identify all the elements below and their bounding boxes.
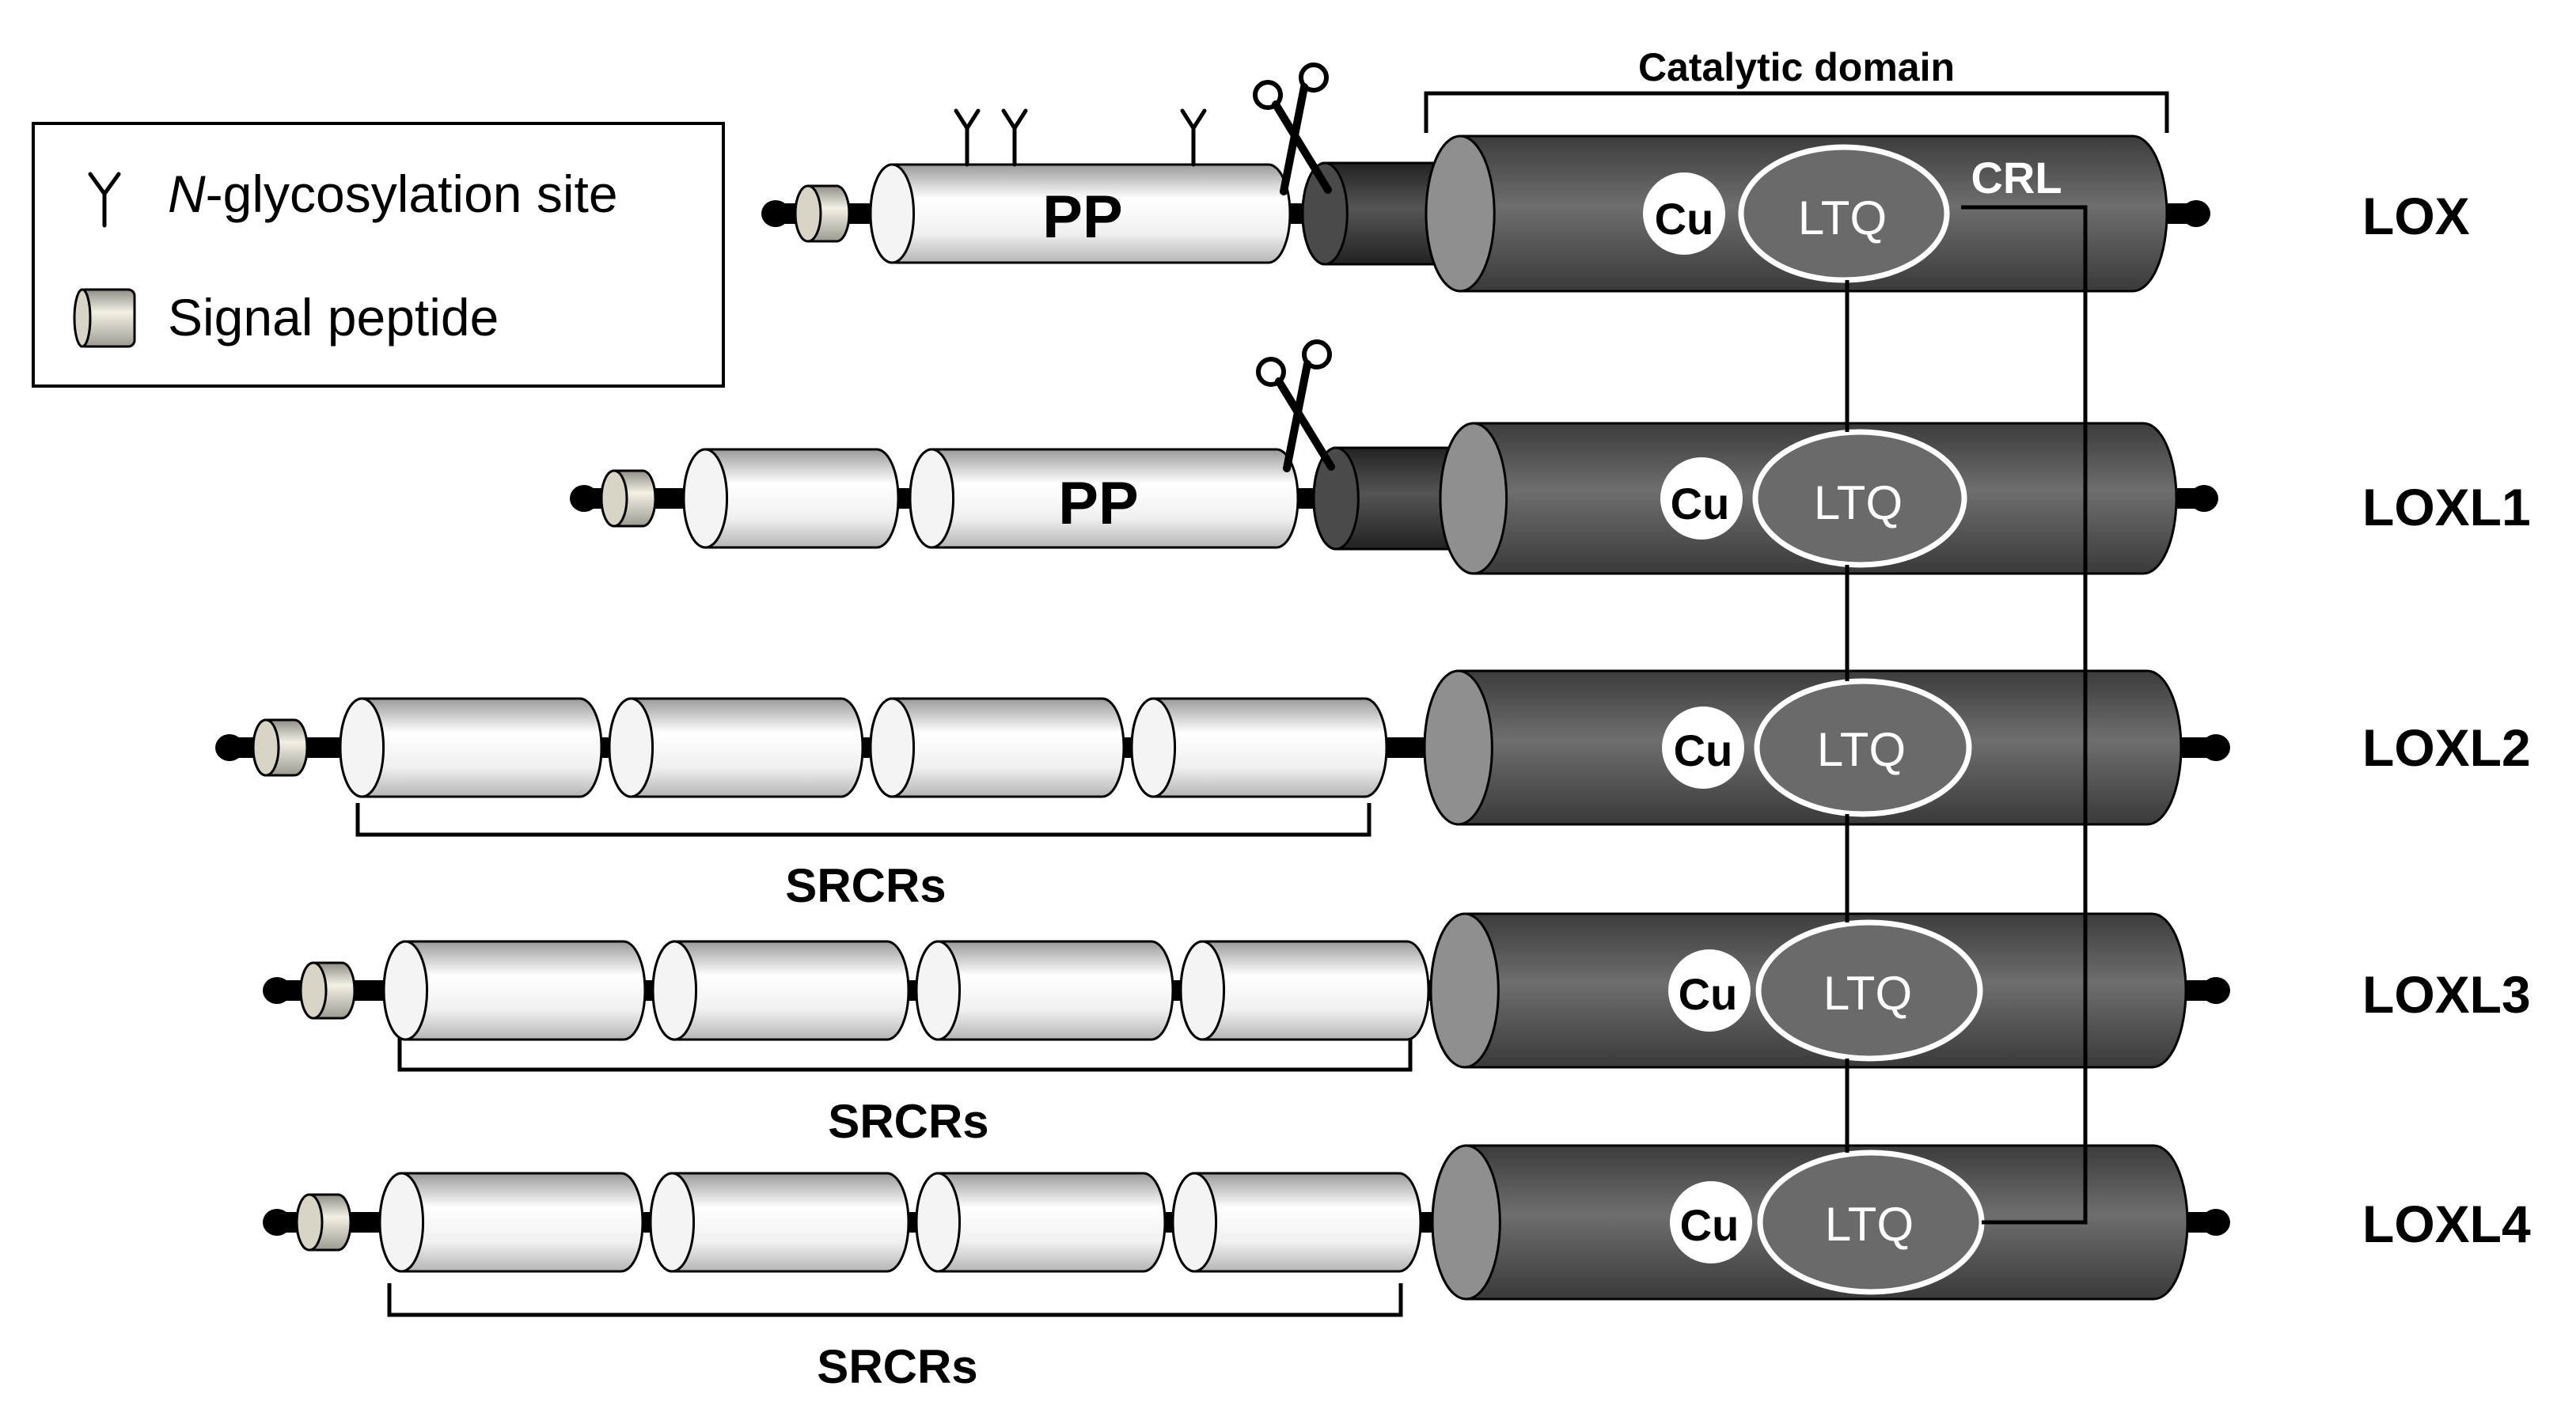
ltq-label-loxl3: LTQ bbox=[1823, 967, 1912, 1020]
n-terminus-dot bbox=[263, 1209, 291, 1236]
protein-label-loxl2: LOXL2 bbox=[2362, 718, 2531, 777]
c-terminus-dot bbox=[2202, 1209, 2230, 1236]
protein-row-loxl3 bbox=[263, 912, 2230, 1072]
srcr-domain-3 bbox=[915, 1172, 1167, 1273]
signal-peptide-icon bbox=[73, 288, 136, 348]
crl-label: CRL bbox=[1971, 153, 2062, 203]
scissors-icon bbox=[1256, 339, 1335, 472]
legend: N-glycosylation site Signal peptide bbox=[32, 122, 725, 388]
signal-peptide bbox=[299, 961, 356, 1020]
ltq-label-loxl1: LTQ bbox=[1814, 476, 1903, 529]
legend-signal-label: Signal peptide bbox=[168, 288, 499, 347]
propeptide-domain-1 bbox=[869, 163, 1292, 264]
srcr-domain-1 bbox=[382, 940, 647, 1041]
c-terminus-dot bbox=[2190, 485, 2218, 512]
srcr-domain-1 bbox=[339, 697, 603, 798]
protein-label-loxl4: LOXL4 bbox=[2362, 1195, 2531, 1253]
n-terminus-dot bbox=[215, 734, 244, 761]
cu-circle bbox=[1643, 172, 1725, 255]
protein-label-lox: LOX bbox=[2362, 187, 2470, 245]
pp-label-loxl1: PP bbox=[1058, 470, 1138, 537]
protein-row-loxl2 bbox=[215, 669, 2230, 837]
protein-label-loxl1: LOXL1 bbox=[2362, 478, 2531, 536]
legend-glyco-label: N-glycosylation site bbox=[168, 165, 618, 223]
cu-label-loxl2: Cu bbox=[1674, 725, 1733, 775]
cu-circle bbox=[1662, 706, 1744, 789]
srcr-domain-2 bbox=[649, 1172, 910, 1273]
scissors-icon bbox=[1253, 62, 1332, 195]
srcr-domain-4 bbox=[1171, 1172, 1422, 1273]
ltq-label-lox: LTQ bbox=[1798, 191, 1887, 244]
ltq-ellipse bbox=[1752, 429, 1967, 568]
signal-peptide bbox=[252, 718, 309, 777]
cu-circle bbox=[1670, 1181, 1752, 1263]
propeptide-domain-1 bbox=[682, 448, 900, 549]
propeptide-domain-2 bbox=[909, 448, 1299, 549]
domain-connectors bbox=[1845, 205, 2088, 1225]
cu-label-loxl1: Cu bbox=[1671, 479, 1730, 528]
protein-row-lox bbox=[761, 62, 2210, 293]
crl-connector bbox=[1961, 205, 2088, 1225]
glycosylation-icon bbox=[88, 172, 121, 228]
ltq-ellipse bbox=[1738, 144, 1950, 283]
ltq-ellipse bbox=[1755, 919, 1983, 1062]
srcrs-label-loxl4: SRCRs bbox=[817, 1340, 977, 1393]
ltq-label-loxl2: LTQ bbox=[1817, 723, 1906, 776]
srcrs-label-loxl2: SRCRs bbox=[785, 859, 946, 912]
signal-peptide bbox=[295, 1193, 352, 1252]
catalytic-domain-bracket bbox=[1424, 91, 2169, 133]
srcr-domain-4 bbox=[1130, 697, 1388, 798]
c-terminus-dot bbox=[2202, 734, 2230, 761]
srcrs-label-loxl3: SRCRs bbox=[828, 1095, 988, 1148]
cu-label-lox: Cu bbox=[1655, 194, 1714, 244]
c-terminus-dot bbox=[2182, 200, 2210, 227]
cu-circle bbox=[1668, 949, 1751, 1032]
srcr-domain-3 bbox=[915, 940, 1174, 1041]
ltq-ellipse bbox=[1754, 678, 1972, 817]
protein-labels: LOX LOXL1 LOXL2 LOXL3 LOXL4 bbox=[2362, 187, 2531, 1253]
cofactor-labels: Cu LTQ Cu LTQ Cu LTQ Cu LTQ Cu LTQ bbox=[1655, 191, 1914, 1251]
cu-label-loxl4: Cu bbox=[1680, 1200, 1739, 1250]
srcrs-bracket bbox=[387, 1283, 1403, 1317]
signal-peptide bbox=[794, 184, 851, 243]
c-terminus-dot bbox=[2202, 977, 2230, 1004]
catalytic-domain-label: Catalytic domain bbox=[1638, 45, 1955, 89]
srcrs-bracket bbox=[355, 803, 1371, 837]
ltq-label-loxl4: LTQ bbox=[1825, 1198, 1914, 1251]
signal-peptide bbox=[600, 469, 657, 528]
srcr-domain-4 bbox=[1179, 940, 1430, 1041]
glycosylation-site-1 bbox=[954, 108, 981, 167]
pp-label-lox: PP bbox=[1042, 184, 1122, 251]
protein-label-loxl3: LOXL3 bbox=[2362, 965, 2531, 1024]
n-terminus-dot bbox=[761, 200, 790, 227]
srcrs-bracket bbox=[397, 1038, 1413, 1072]
protein-rows bbox=[215, 62, 2230, 1317]
srcr-domain-2 bbox=[651, 940, 910, 1041]
protein-row-loxl1 bbox=[570, 339, 2218, 575]
glycosylation-site-3 bbox=[1180, 108, 1207, 167]
legend-frame bbox=[32, 122, 725, 388]
glycosylation-site-2 bbox=[1001, 108, 1028, 167]
protein-row-loxl4 bbox=[263, 1144, 2230, 1317]
srcr-domain-1 bbox=[378, 1172, 644, 1273]
n-terminus-dot bbox=[570, 485, 598, 512]
n-terminus-dot bbox=[263, 977, 291, 1004]
srcr-domain-3 bbox=[869, 697, 1125, 798]
cu-label-loxl3: Cu bbox=[1679, 969, 1738, 1019]
linker-region bbox=[1312, 446, 1474, 551]
cu-circle bbox=[1660, 457, 1743, 540]
legend-glyco-suffix: -glycosylation site bbox=[206, 165, 618, 223]
legend-glyco-prefix: N bbox=[168, 165, 206, 223]
srcr-domain-2 bbox=[608, 697, 864, 798]
